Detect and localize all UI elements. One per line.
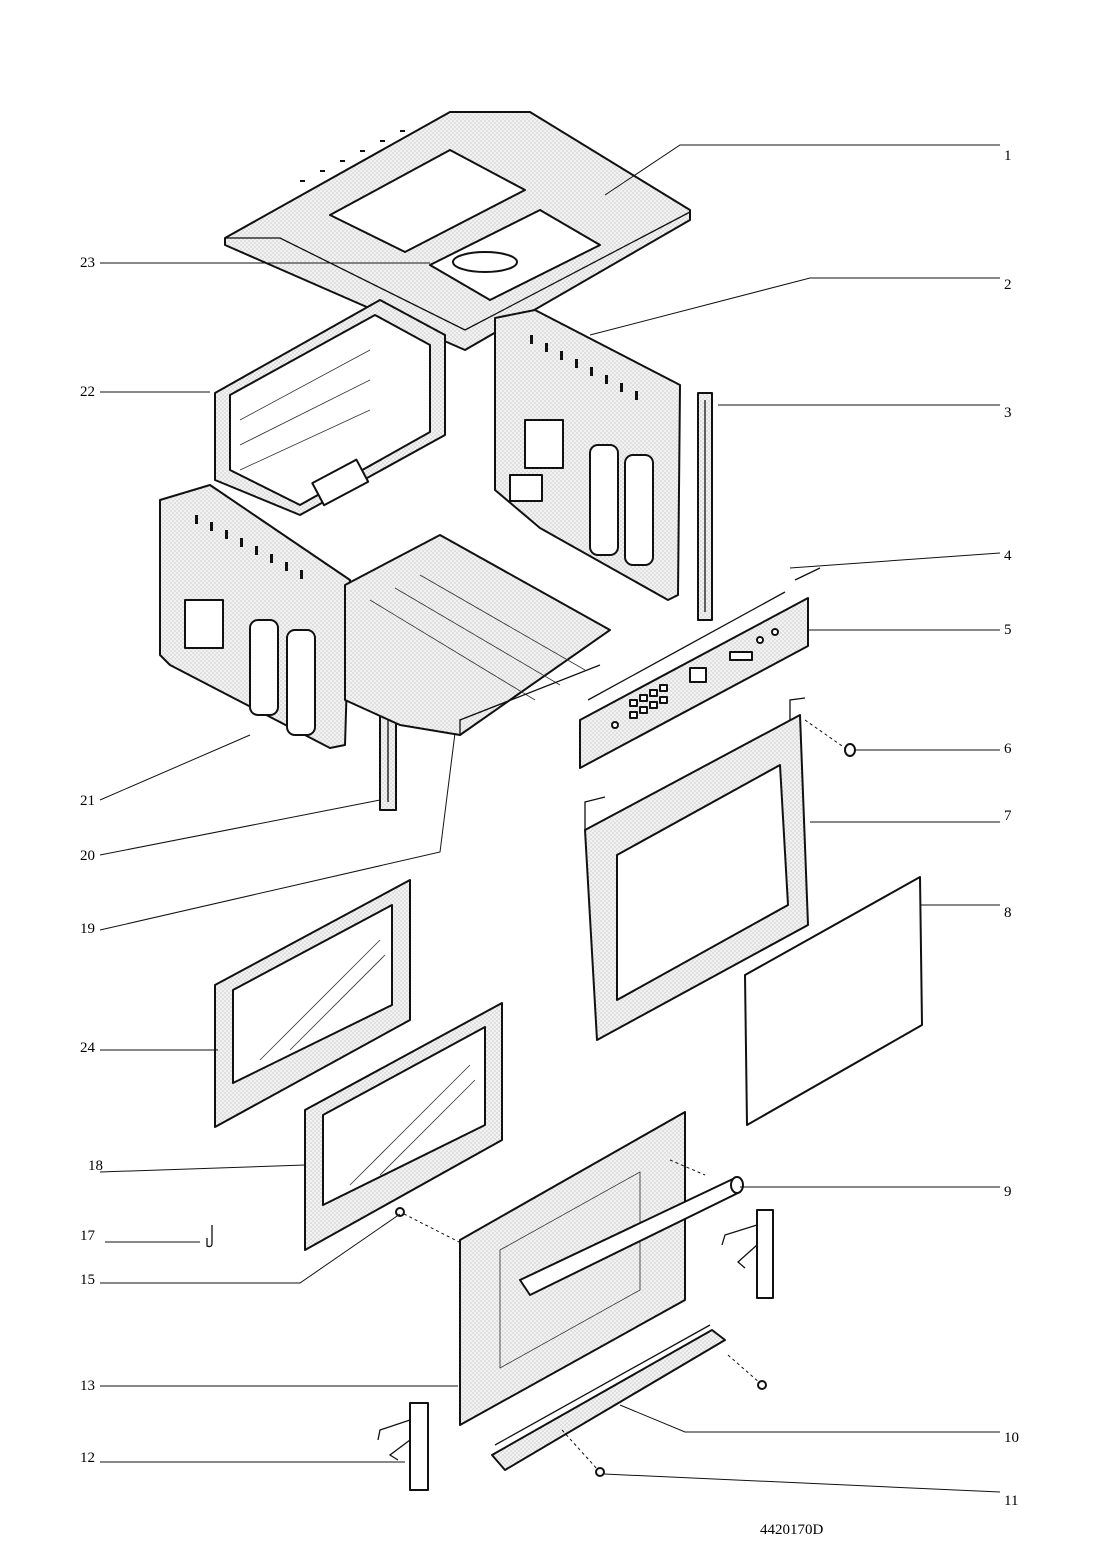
control-panel — [579, 567, 821, 769]
callout-7: 7 — [1004, 808, 1012, 824]
glass-screw — [395, 1207, 466, 1246]
grommet — [804, 719, 856, 757]
callout-17: 17 — [80, 1228, 96, 1244]
callout-4: 4 — [1004, 548, 1012, 564]
middle-glass — [304, 1002, 503, 1251]
side-panel-left — [159, 484, 351, 749]
door-handle — [519, 1159, 744, 1296]
oven-cavity-rear — [214, 299, 446, 516]
door-bottom-trim — [491, 1324, 726, 1471]
callout-23: 23 — [80, 255, 95, 271]
callout-10: 10 — [1004, 1430, 1019, 1446]
callout-9: 9 — [1004, 1184, 1012, 1200]
callout-2: 2 — [1004, 277, 1012, 293]
trim-screws — [561, 1354, 767, 1477]
hinge-left — [377, 1402, 429, 1491]
drawing-number: 4420170D — [760, 1522, 824, 1538]
callout-labels: 1 2 3 4 5 6 7 8 9 10 11 12 13 15 17 18 1… — [80, 148, 1019, 1509]
hook-clip — [206, 1225, 213, 1248]
callout-21: 21 — [80, 793, 95, 809]
bottom-panel — [344, 534, 611, 736]
side-panel-right — [494, 309, 681, 601]
hinge-right — [721, 1209, 774, 1299]
callout-20: 20 — [80, 848, 95, 864]
side-rail-right — [697, 392, 713, 621]
callout-13: 13 — [80, 1378, 95, 1394]
callout-18: 18 — [88, 1158, 103, 1174]
callout-11: 11 — [1004, 1493, 1018, 1509]
callout-19: 19 — [80, 921, 95, 937]
inner-glass — [214, 879, 411, 1128]
callout-6: 6 — [1004, 741, 1012, 757]
callout-22: 22 — [80, 384, 95, 400]
callout-15: 15 — [80, 1272, 95, 1288]
leader-lines — [99, 144, 1001, 1493]
callout-12: 12 — [80, 1450, 95, 1466]
top-panel — [224, 111, 691, 351]
door-inner-frame — [584, 697, 809, 1041]
callout-24: 24 — [80, 1040, 96, 1056]
glass-panel-rear — [744, 876, 923, 1126]
callout-5: 5 — [1004, 622, 1012, 638]
callout-1: 1 — [1004, 148, 1012, 164]
callout-8: 8 — [1004, 905, 1012, 921]
callout-3: 3 — [1004, 405, 1012, 421]
